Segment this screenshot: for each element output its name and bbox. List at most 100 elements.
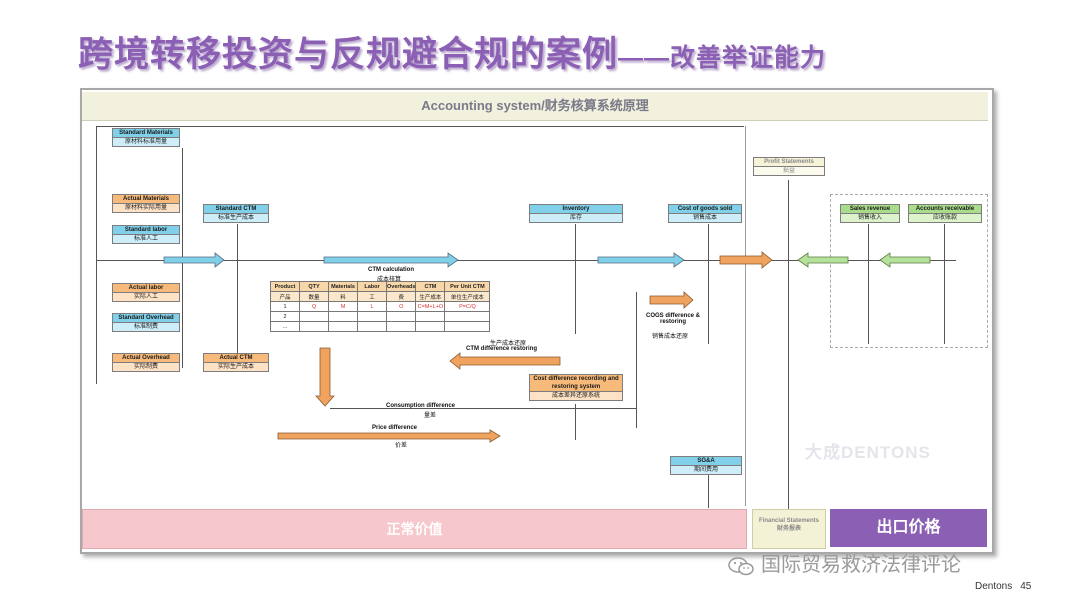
actual-overhead-box: Actual Overhead 实际制费 [112, 353, 180, 372]
slide-title: 跨境转移投资与反规避合规的案例——改善举证能力 [78, 26, 826, 77]
arrow-materials-to-ctm [163, 252, 225, 268]
sga-zh: 期间费用 [671, 466, 741, 474]
profit-vline [788, 180, 789, 510]
ctm-restore-zh: 生产成本还原 [490, 341, 527, 347]
brand-name: Dentons [975, 581, 1013, 592]
slide-title-dash: —— [618, 44, 671, 72]
table-cell: O [385, 301, 417, 312]
inventory-en: Inventory [530, 205, 622, 214]
inventory-zh: 库存 [530, 214, 622, 222]
profit-statements-en: Profit Statements [754, 158, 824, 167]
cost-diff-system-en: Cost difference recording and restoring … [530, 375, 622, 392]
arrow-consumption-down [315, 347, 335, 407]
actual-labor-zh: 实际人工 [113, 293, 179, 301]
table-cell: L [357, 301, 387, 312]
dentons-watermark: 大成DENTONS [805, 443, 931, 462]
arrow-sales-to-profit [797, 252, 849, 268]
cogs-diff-vline [636, 292, 637, 428]
profit-statements-box: Profit Statements 损益 [753, 157, 825, 176]
profit-statements-zh: 损益 [754, 167, 824, 175]
standard-ctm-en: Standard CTM [204, 205, 268, 214]
cost-system-vline [575, 404, 576, 440]
financial-statements-zh: 财务报表 [776, 526, 801, 532]
wechat-account: 国际贸易救济法律评论 [727, 548, 961, 577]
table-header-cell-zh: 料 [328, 291, 358, 302]
table-cell: 2 [270, 311, 300, 322]
table-cell [385, 311, 417, 322]
standard-overhead-box: Standard Overhead 标准制费 [112, 313, 180, 332]
cost-diff-system-box: Cost difference recording and restoring … [529, 374, 623, 401]
arrow-ar-to-sales [879, 252, 931, 268]
table-cell [328, 321, 358, 332]
actual-materials-box: Actual Materials 原材料实际用量 [112, 194, 180, 213]
inventory-box: Inventory 库存 [529, 204, 623, 223]
table-row: 1 Q M L O C=M+L+O P=C/Q [270, 301, 491, 312]
standard-overhead-en: Standard Overhead [113, 314, 179, 323]
table-header-cell: Labor [357, 281, 387, 292]
table-row: ... [270, 321, 491, 332]
standard-materials-en: Standard Materials [113, 129, 179, 138]
table-cell [328, 311, 358, 322]
consumption-zh: 量差 [424, 413, 437, 419]
page-footer: Dentons 45 [975, 581, 1031, 592]
ar-vline [944, 224, 945, 344]
arrow-ctm-calc [323, 252, 459, 268]
table-cell: Q [299, 301, 329, 312]
table-cell [357, 311, 387, 322]
top-border-line [96, 126, 744, 127]
sga-en: SG&A [671, 457, 741, 466]
table-cell [415, 321, 446, 332]
table-cell [299, 321, 329, 332]
arrow-ctm-restoring [449, 352, 561, 370]
actual-materials-en: Actual Materials [113, 195, 179, 204]
sales-revenue-box: Sales revenue 销售收入 [840, 204, 900, 223]
financial-statements-en: Financial Statements [758, 518, 820, 524]
table-cell [444, 311, 491, 322]
actual-materials-zh: 原材料实际用量 [113, 204, 179, 212]
table-header-zh-row: 产品 数量 料 工 费 生产成本 单位生产成本 [270, 291, 491, 302]
arrow-price-difference [277, 429, 501, 443]
ctm-vline [237, 224, 238, 354]
table-header-cell-zh: 产品 [270, 291, 300, 302]
normal-value-bar: 正常价值 [82, 509, 747, 549]
table-row: 2 [270, 311, 491, 322]
table-header-cell: Materials [328, 281, 358, 292]
table-header-cell-zh: 工 [357, 291, 387, 302]
table-header-cell: Overheads [385, 281, 417, 292]
cogs-vline [708, 224, 709, 344]
panel-header-text: Accounting system/财务核算系统原理 [421, 98, 649, 113]
slide-title-main: 跨境转移投资与反规避合规的案例 [78, 35, 619, 74]
actual-labor-en: Actual labor [113, 284, 179, 293]
table-cell [385, 321, 417, 332]
table-header-cell-zh: 费 [385, 291, 417, 302]
page-number: 45 [1020, 581, 1032, 592]
standard-ctm-zh: 标准生产成本 [204, 214, 268, 222]
inventory-vline [575, 224, 576, 334]
table-header-cell-zh: 生产成本 [415, 291, 446, 302]
sales-vline [868, 224, 869, 344]
actual-ctm-zh: 实际生产成本 [204, 363, 268, 371]
actual-ctm-en: Actual CTM [204, 354, 268, 363]
standard-labor-zh: 标准人工 [113, 235, 179, 243]
accounts-receivable-zh: 应收账款 [909, 214, 981, 222]
table-cell: C=M+L+O [415, 301, 446, 312]
ctm-calc-label-en: CTM calculation [368, 267, 415, 273]
table-header-row: Product QTY Materials Labor Overheads CT… [270, 281, 491, 292]
standard-labor-en: Standard labor [113, 226, 179, 235]
accounts-receivable-en: Accounts receivable [909, 205, 981, 214]
right-divider-line [745, 126, 746, 506]
table-header-cell: Product [270, 281, 300, 292]
table-header-cell: QTY [299, 281, 329, 292]
sales-revenue-en: Sales revenue [841, 205, 899, 214]
export-price-bar: 出口价格 [830, 509, 987, 547]
table-cell: P=C/Q [444, 301, 491, 312]
table-header-cell: Per Unit CTM [444, 281, 491, 292]
actual-labor-box: Actual labor 实际人工 [112, 283, 180, 302]
wechat-account-name: 国际贸易救济法律评论 [761, 554, 961, 576]
arrow-to-inventory [597, 252, 685, 268]
main-flow-line [96, 260, 956, 261]
table-cell: 1 [270, 301, 300, 312]
table-header-cell: CTM [415, 281, 446, 292]
table-header-cell-zh: 数量 [299, 291, 329, 302]
